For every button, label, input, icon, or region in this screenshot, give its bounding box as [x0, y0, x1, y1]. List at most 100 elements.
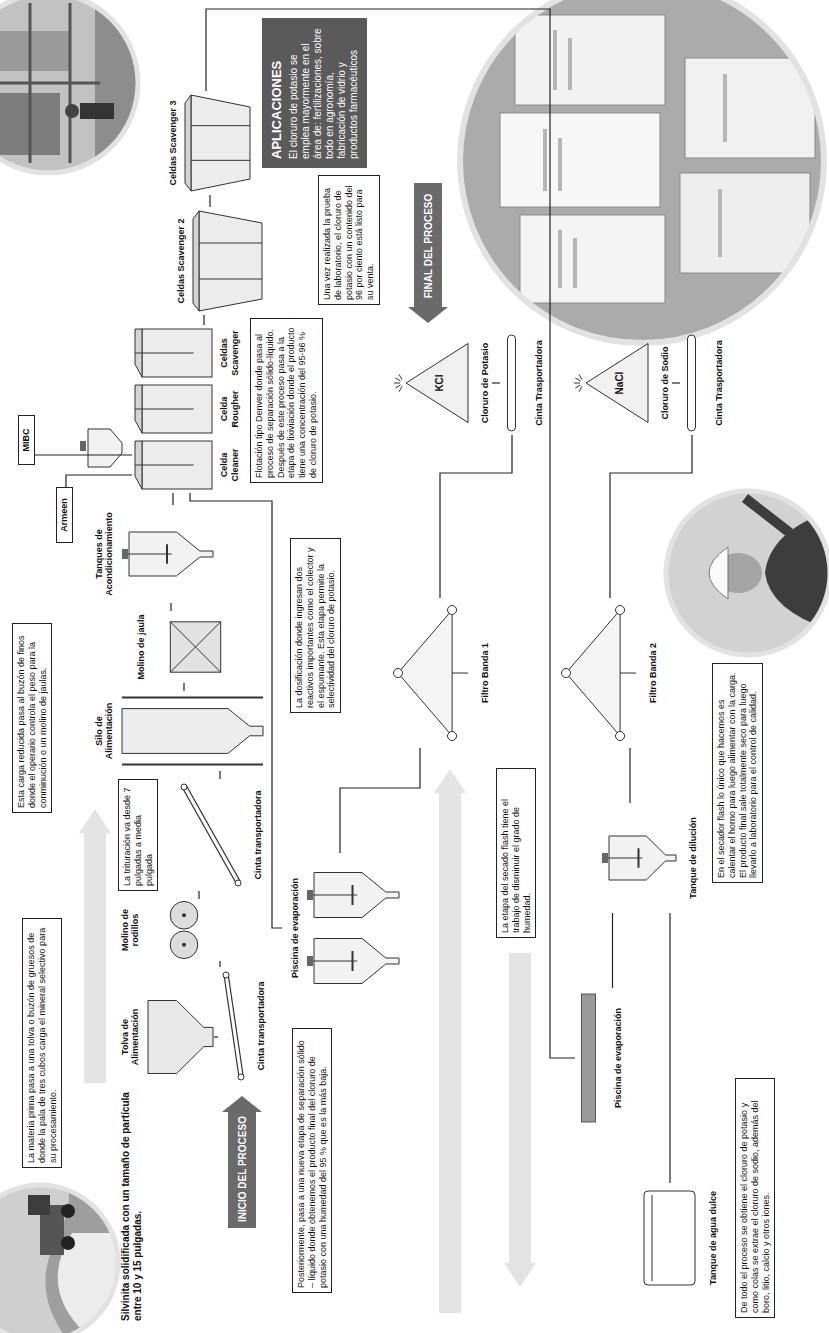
photo-rim [0, 1185, 118, 1333]
equipment-label: Piscina de evaporación [613, 1007, 623, 1109]
reagent-box: Armeen [56, 487, 73, 543]
label-box: Celdas Scavenger 3 [162, 91, 180, 195]
water-level [652, 1195, 653, 1281]
roller [170, 931, 198, 959]
process-line [219, 961, 220, 967]
equipment-label: Celdas Scavenger 3 [168, 99, 178, 186]
bags-photo [455, 0, 829, 348]
equipment-label: Cinta Trasportadora [714, 339, 724, 427]
truck-wheel [61, 1204, 75, 1218]
hopper-shape [148, 1001, 213, 1074]
equipment-label: Cinta Trasportadora [534, 339, 544, 427]
equipment-label: Tolva de Alimentación [120, 989, 141, 1085]
agitator-shaft [128, 554, 172, 555]
equipment-label: Celdas Scavenger 2 [176, 217, 186, 304]
conveyor: Cinta transportadora [176, 779, 265, 891]
cage-mill: Molino de jaula [128, 611, 240, 683]
cell-impeller [135, 409, 194, 410]
label-box: Molino de rodillos [120, 899, 143, 961]
process-line [669, 913, 670, 1183]
note-box: La etapa del secado flash tiene el traba… [496, 768, 536, 938]
belt-roller [448, 732, 457, 741]
spray-ray [579, 374, 582, 379]
agitator-blade [638, 848, 640, 867]
note-box: De todo el proceso se obtiene el cloruro… [735, 1078, 775, 1318]
mill-body [170, 622, 220, 672]
tank-body [314, 939, 399, 984]
flow-band-path [439, 793, 461, 1313]
label-box: Cinta Trasportadora [708, 331, 726, 435]
spray-ray [395, 385, 400, 388]
annotation-label: Silvinita solidificada con un tamaño de … [120, 1092, 143, 1321]
label-box: Piscina de evaporación [607, 988, 625, 1128]
note-box: Una vez realizada la prueba de laborator… [318, 175, 380, 305]
worker-head [65, 104, 79, 118]
filter-belt [398, 610, 452, 736]
callout-text: Una vez realizada la prueba de laborator… [322, 180, 376, 300]
equipment-label: Tanques de Acondicionamiento [94, 505, 115, 603]
callout-text: La dosificación donde ingresan dos react… [294, 543, 337, 708]
process-line [629, 748, 630, 803]
conveyor-belt [186, 785, 240, 881]
process-line [198, 891, 199, 899]
process-line [340, 748, 420, 853]
cell-divider [191, 160, 250, 161]
evaporation-pond: Piscina de evaporación [282, 853, 400, 1003]
applications-text: APLICACIONES [269, 27, 284, 159]
photo-rim [666, 491, 829, 655]
silo-shape [92, 691, 264, 771]
note-box: La materia prima pasa a una tolva o buzó… [22, 918, 62, 1168]
spray-ray [394, 383, 400, 384]
label-box: Cinta transportadora [250, 967, 268, 1085]
worker-arm [745, 498, 790, 533]
truck-cabin [28, 1195, 50, 1215]
bag-print [545, 30, 725, 288]
tank-motor [307, 956, 313, 966]
equipment-label: Tanque de agua dulce [708, 1190, 718, 1286]
process-line [35, 454, 132, 455]
label-box: Celdas Scavenger 2 [170, 207, 188, 315]
flotation-cells: Celda CleanerCelda RougherCeldas Scaveng… [132, 325, 240, 493]
tank-body [314, 873, 399, 918]
process-line [440, 435, 512, 598]
tank-motor [122, 549, 128, 559]
equipment-label: Tanque de dilución [688, 816, 698, 899]
flow-band-path [509, 953, 531, 1263]
belt-roller [562, 669, 571, 678]
belt-roller [448, 606, 457, 615]
belt-discharge [452, 673, 468, 674]
cell-launder [185, 95, 191, 191]
note-box: Esta carga reducida pasa al buzón de fin… [12, 623, 52, 813]
end-arrow: FINAL DEL PROCESO [408, 183, 448, 323]
scavenger-cells: Celdas Scavenger 3 [160, 91, 252, 195]
agitator-shaft [608, 858, 642, 859]
reagent-box: MIBC [18, 415, 35, 465]
conveyor-pulley [223, 972, 229, 978]
silo-body [122, 709, 263, 754]
product-bag [520, 215, 665, 303]
process-line [183, 683, 184, 691]
callout-text: Posteriormente, pasa a una nueva etapa d… [296, 1033, 328, 1288]
note-box: Flotación tipo Denver donde pasa al proc… [250, 318, 323, 483]
equipment-label: Cloruro de Sodio [660, 346, 670, 421]
label-box: Filtro Banda 2 [642, 598, 660, 748]
equipment-label: Celda Cleaner [219, 438, 240, 492]
spray-ray [399, 386, 402, 391]
label-box: Tanque de agua dulce [702, 1183, 720, 1293]
equipment-label: Piscina de evaporación [290, 877, 300, 979]
product-pile-shape [406, 344, 468, 423]
flow-band-head [434, 769, 466, 793]
dosing-tank-body [88, 429, 122, 467]
conveyor-belt [688, 335, 696, 431]
label-box: Tanques de Acondicionamiento [94, 505, 117, 603]
label-box: Tolva de Alimentación [120, 989, 143, 1085]
agitator-blade [166, 544, 168, 563]
equipment-label: Filtro Banda 1 [480, 642, 490, 704]
belt-roller [616, 732, 625, 741]
silo: Silo de Alimentación [92, 691, 264, 771]
reagent-name: MIBC [21, 419, 32, 461]
photo-ground [660, 483, 829, 663]
water-tank-body [644, 1191, 695, 1285]
start-arrow: INICIO DEL PROCESO [222, 1096, 262, 1228]
dilution-tank-shape [600, 803, 700, 913]
